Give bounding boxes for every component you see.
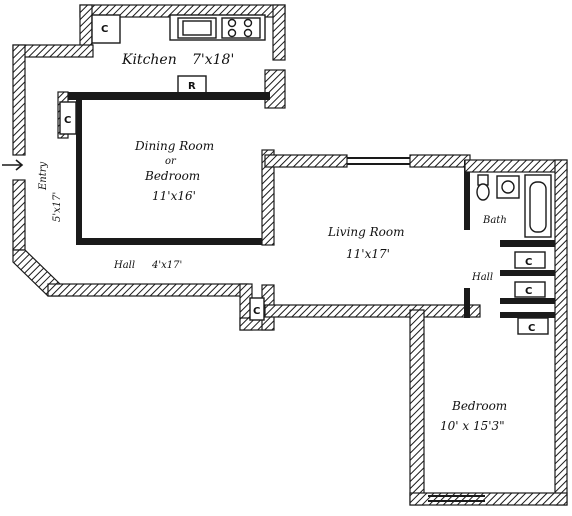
bedroom-name: Bedroom <box>451 399 507 413</box>
bath-walls <box>464 159 568 506</box>
dining-name-or: or <box>165 156 177 167</box>
entry-arrow-icon <box>2 159 24 171</box>
bathtub-icon <box>524 174 552 238</box>
living-room-name: Living Room <box>327 225 405 239</box>
closet-label: C <box>525 257 532 268</box>
toilet-icon <box>476 174 490 201</box>
entry-name: Entry <box>38 161 49 191</box>
bedroom-size: 10' x 15'3" <box>440 419 505 433</box>
kitchen-name: Kitchen <box>121 52 177 68</box>
refrigerator-label: R <box>188 81 196 92</box>
bath-sink-icon <box>496 175 520 199</box>
stove-icon <box>221 17 261 39</box>
refrigerator: R <box>177 75 207 95</box>
dining-size: 11'x16' <box>152 189 196 203</box>
kitchen-size: 7'x18' <box>192 52 234 68</box>
living-room-walls <box>264 154 481 318</box>
bath-name: Bath <box>482 215 507 226</box>
dining-closet: C <box>59 101 77 135</box>
closet-label: C <box>528 323 535 334</box>
hall-closet: C <box>249 297 265 321</box>
closet-label: C <box>253 306 260 317</box>
closet-label: C <box>64 115 71 126</box>
dining-name: Dining Room <box>134 139 214 153</box>
hall-size: 4'x17' <box>151 260 182 271</box>
closet-label: C <box>101 24 108 35</box>
hall-name: Hall <box>113 260 135 271</box>
closet-label: C <box>525 286 532 297</box>
living-room-size: 11'x17' <box>346 247 390 261</box>
hall-walls <box>47 283 275 331</box>
bedroom-walls <box>409 309 568 506</box>
entry-size: 5'x17' <box>52 192 63 222</box>
hall-closets: C C C <box>500 251 555 335</box>
kitchen-closet: C <box>91 14 121 44</box>
kitchen-counter <box>169 14 266 41</box>
small-hall-name: Hall <box>471 272 493 283</box>
dining-name-alt: Bedroom <box>144 169 200 183</box>
